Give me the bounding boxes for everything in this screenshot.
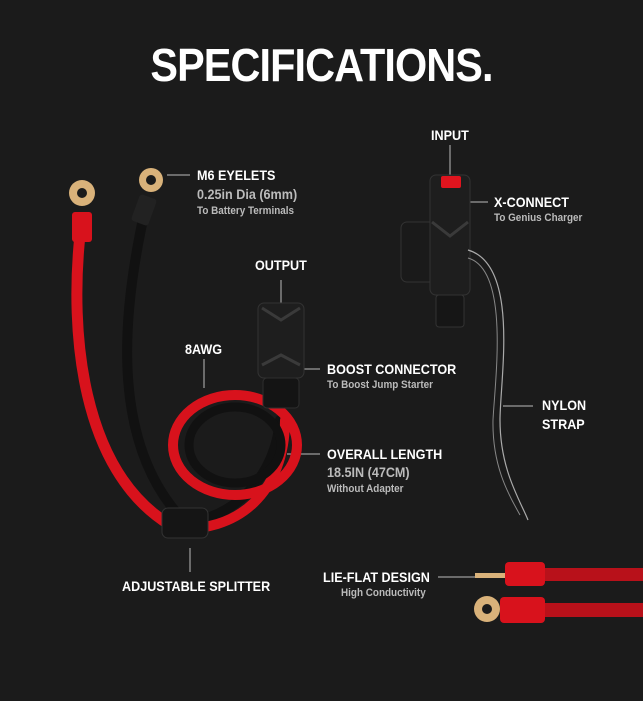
m6-eyelets-title: M6 EYELETS [197, 167, 276, 183]
nylon-strap-line1: NYLON [542, 397, 587, 413]
overall-length-note: Without Adapter [327, 483, 404, 495]
boost-connector-note: To Boost Jump Starter [327, 379, 433, 391]
lie-flat-title: LIE-FLAT DESIGN [323, 569, 430, 585]
m6-eyelets-value: 0.25in Dia (6mm) [197, 186, 298, 202]
lie-flat-note: High Conductivity [341, 587, 426, 599]
input-label: INPUT [431, 127, 469, 143]
input-port-red [441, 176, 461, 188]
nylon-strap [467, 249, 529, 521]
boost-connector-title: BOOST CONNECTOR [327, 361, 457, 377]
red-terminal-boot [72, 212, 92, 242]
x-connect-note: To Genius Charger [494, 212, 583, 224]
nylon-strap-line2: STRAP [542, 416, 585, 432]
overall-length-value: 18.5IN (47CM) [327, 464, 410, 480]
x-connect-adapter [400, 174, 529, 521]
overall-length-title: OVERALL LENGTH [327, 446, 443, 462]
black-terminal-boot [131, 194, 157, 226]
page-title: SPECIFICATIONS. [150, 39, 493, 91]
output-label: OUTPUT [255, 257, 307, 273]
awg-label: 8AWG [185, 341, 223, 357]
splitter-clip [161, 507, 209, 539]
boost-connector [257, 302, 305, 409]
m6-eyelets-note: To Battery Terminals [197, 205, 295, 217]
splitter-label: ADJUSTABLE SPLITTER [122, 578, 271, 594]
lie-flat-terminals [474, 562, 643, 623]
x-connect-title: X-CONNECT [494, 194, 569, 210]
